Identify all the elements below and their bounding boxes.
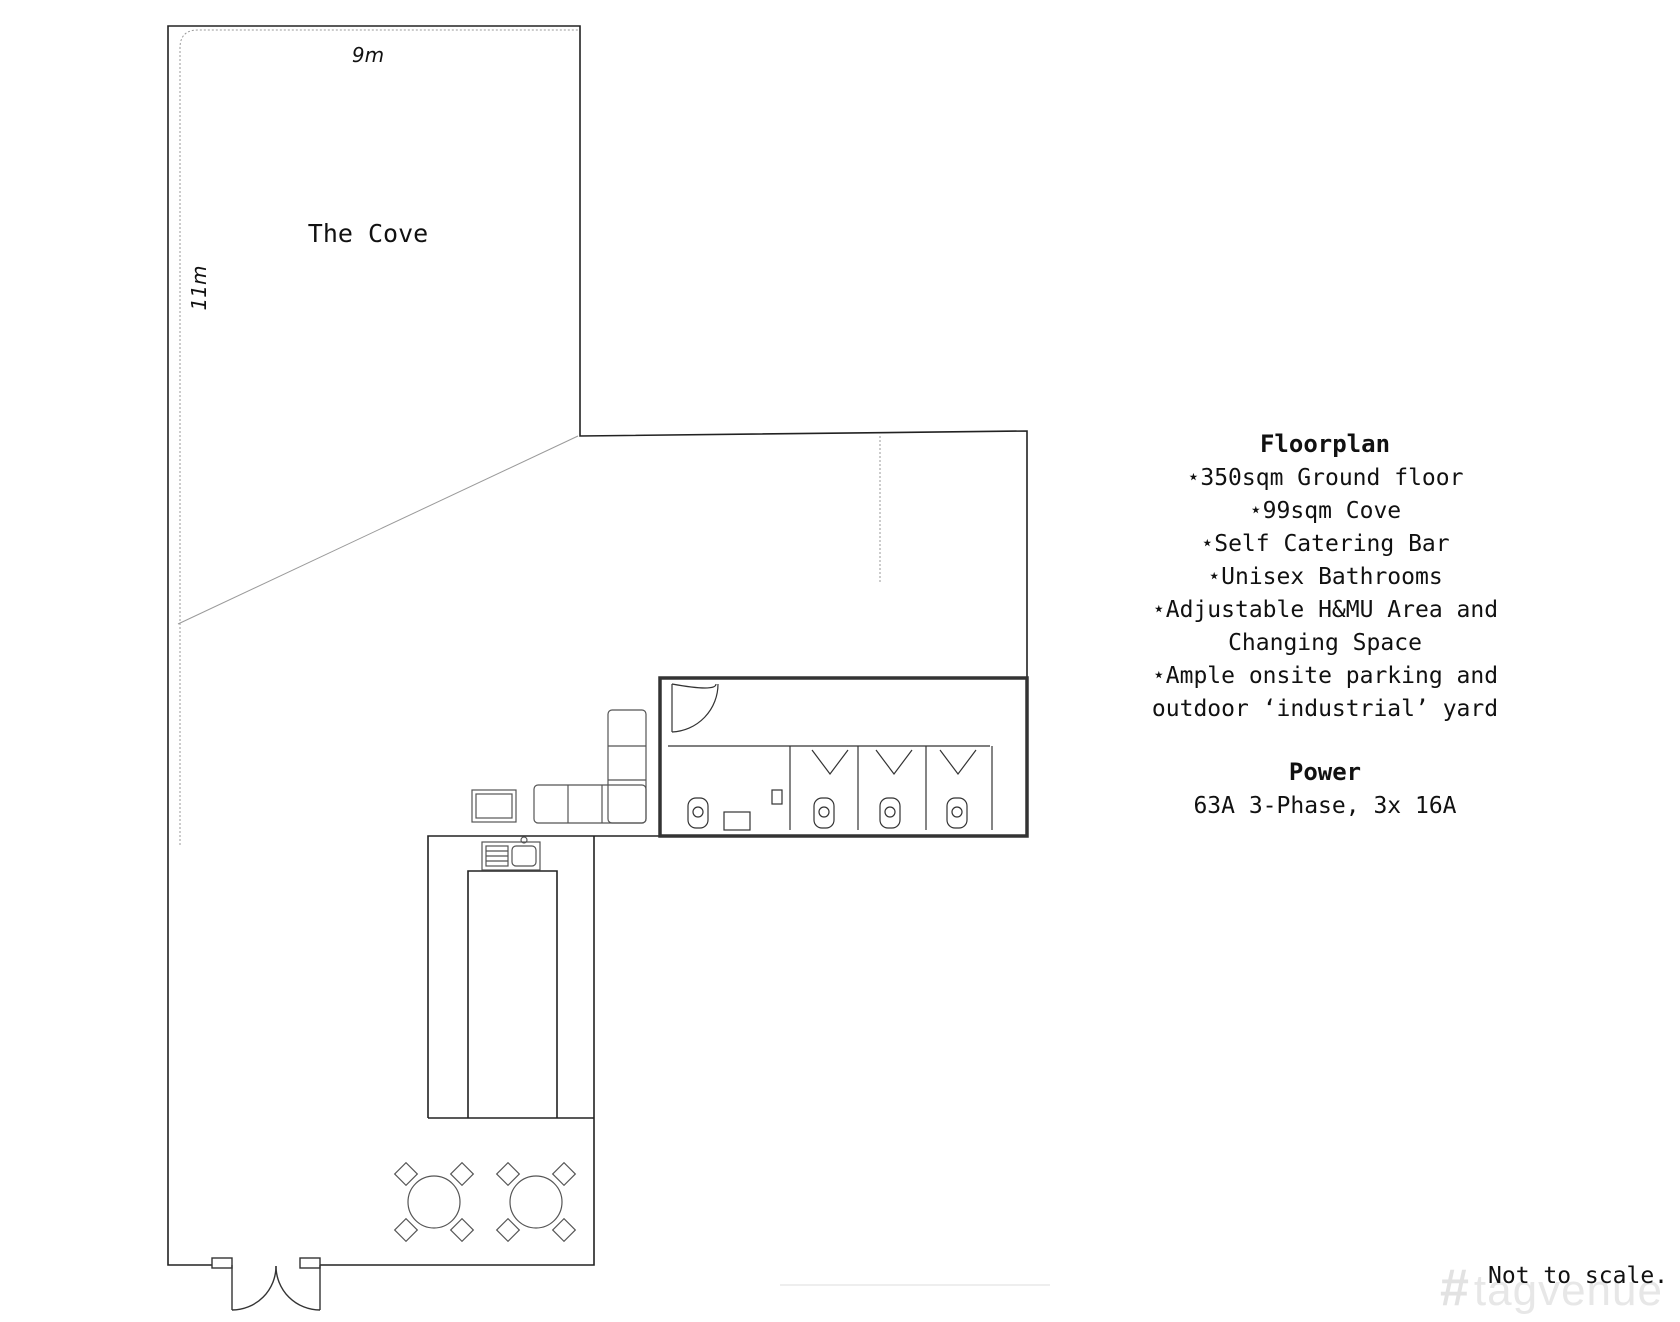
feature-line: ⋆99sqm Cove (1248, 498, 1402, 524)
entrance-double-door (211, 1257, 321, 1311)
cove-depth-dimension: 11m (187, 266, 211, 311)
toilet-2 (813, 797, 835, 829)
feature-line: Changing Space (1228, 630, 1422, 656)
hash-logo-icon: # (1440, 1259, 1470, 1317)
floorplan-heading: Floorplan (1259, 430, 1391, 458)
power-heading: Power (1288, 758, 1362, 786)
feature-line: ⋆Ample onsite parking and (1151, 663, 1499, 689)
power-value: 63A 3-Phase, 3x 16A (1193, 793, 1457, 819)
exterior-walls (167, 25, 1028, 1266)
feature-line: outdoor ‘industrial’ yard (1151, 696, 1499, 722)
floorplan-legend: Floorplan ⋆350sqm Ground floor ⋆99sqm Co… (1100, 426, 1550, 823)
toilet-1 (687, 797, 709, 829)
feature-line: ⋆Self Catering Bar (1200, 531, 1450, 557)
toilet-3 (879, 797, 901, 829)
tagvenue-watermark: #tagvenue (1440, 1258, 1680, 1318)
dining-tables (393, 1161, 577, 1243)
watermark-text: tagvenue (1473, 1266, 1663, 1315)
legend-spacer (1100, 726, 1550, 754)
scale-note: Not to scale. (1488, 1263, 1669, 1289)
lounge-sofa (471, 709, 647, 824)
feature-line: ⋆Adjustable H&MU Area and (1151, 597, 1499, 623)
bathroom-block (658, 676, 1029, 838)
cove-inner-details (177, 29, 1050, 1286)
feature-line: ⋆350sqm Ground floor (1186, 465, 1464, 491)
bar-sink (481, 836, 541, 871)
feature-line: ⋆Unisex Bathrooms (1207, 564, 1443, 590)
toilet-4 (946, 797, 968, 829)
cove-label: The Cove (308, 219, 428, 248)
cove-width-dimension: 9m (352, 43, 384, 67)
